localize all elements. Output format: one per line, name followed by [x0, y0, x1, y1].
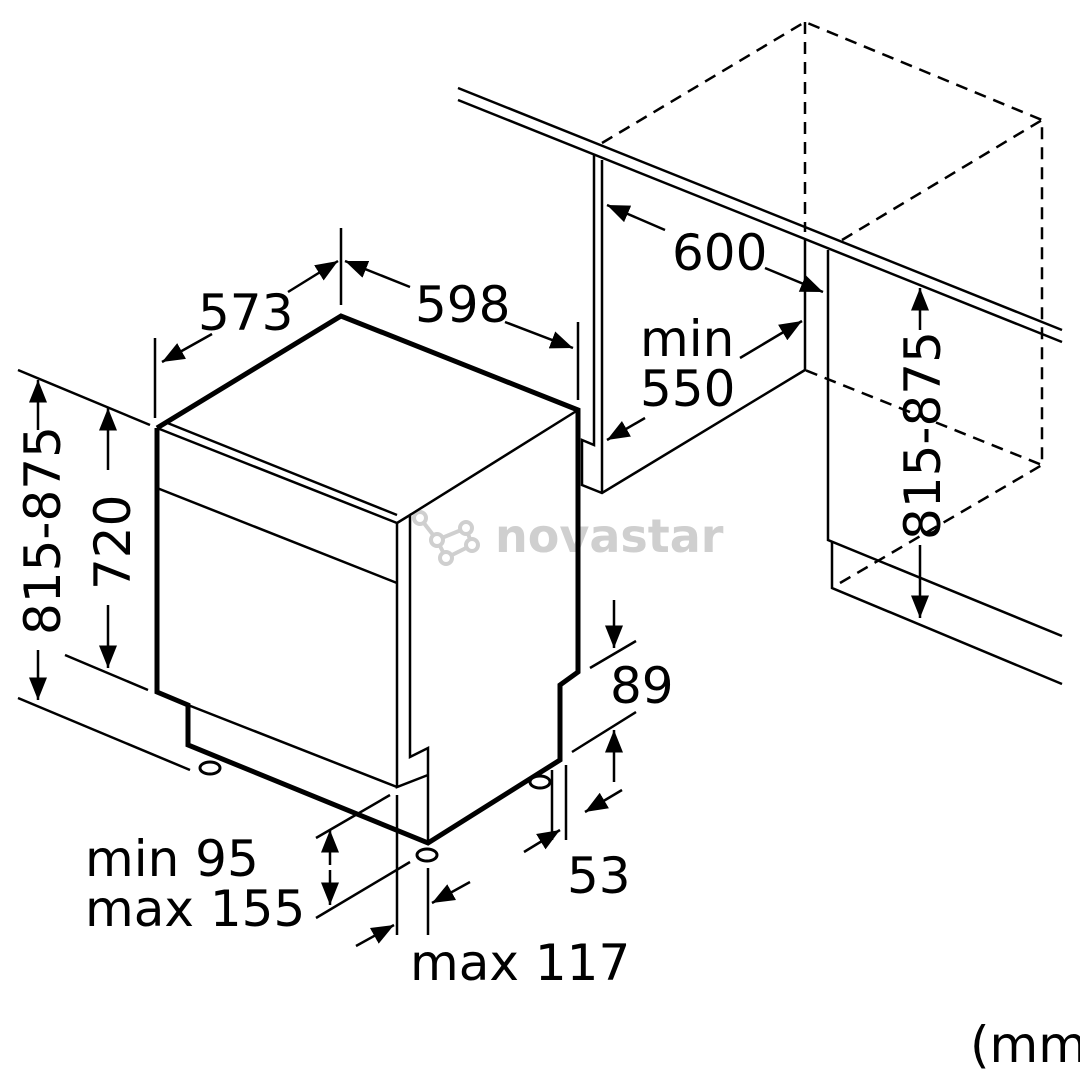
niche-width-label: 600	[672, 224, 767, 282]
plinth-max-label: max 155	[85, 880, 305, 938]
dishwasher-outline	[154, 313, 581, 863]
plinth-min-label: min 95	[85, 830, 259, 888]
watermark-logo: novastar	[412, 509, 724, 566]
depth-label: 573	[198, 284, 293, 342]
unit-label: (mm	[970, 1016, 1080, 1074]
niche-depth-label-line1: min	[640, 310, 734, 368]
total-height-label: 815-875	[14, 426, 72, 635]
niche-outline	[457, 20, 1063, 686]
watermark-text: novastar	[495, 509, 724, 563]
dimension-lines	[17, 203, 929, 948]
door-max-label: max 117	[410, 934, 630, 992]
niche-depth-label-line2: 550	[640, 360, 735, 418]
niche-height-label: 815-875	[894, 331, 952, 540]
foot-offset-label: 53	[567, 847, 631, 905]
body-height-label: 720	[84, 495, 142, 590]
plinth-depth-label: 89	[610, 657, 674, 715]
width-label: 598	[415, 276, 510, 334]
